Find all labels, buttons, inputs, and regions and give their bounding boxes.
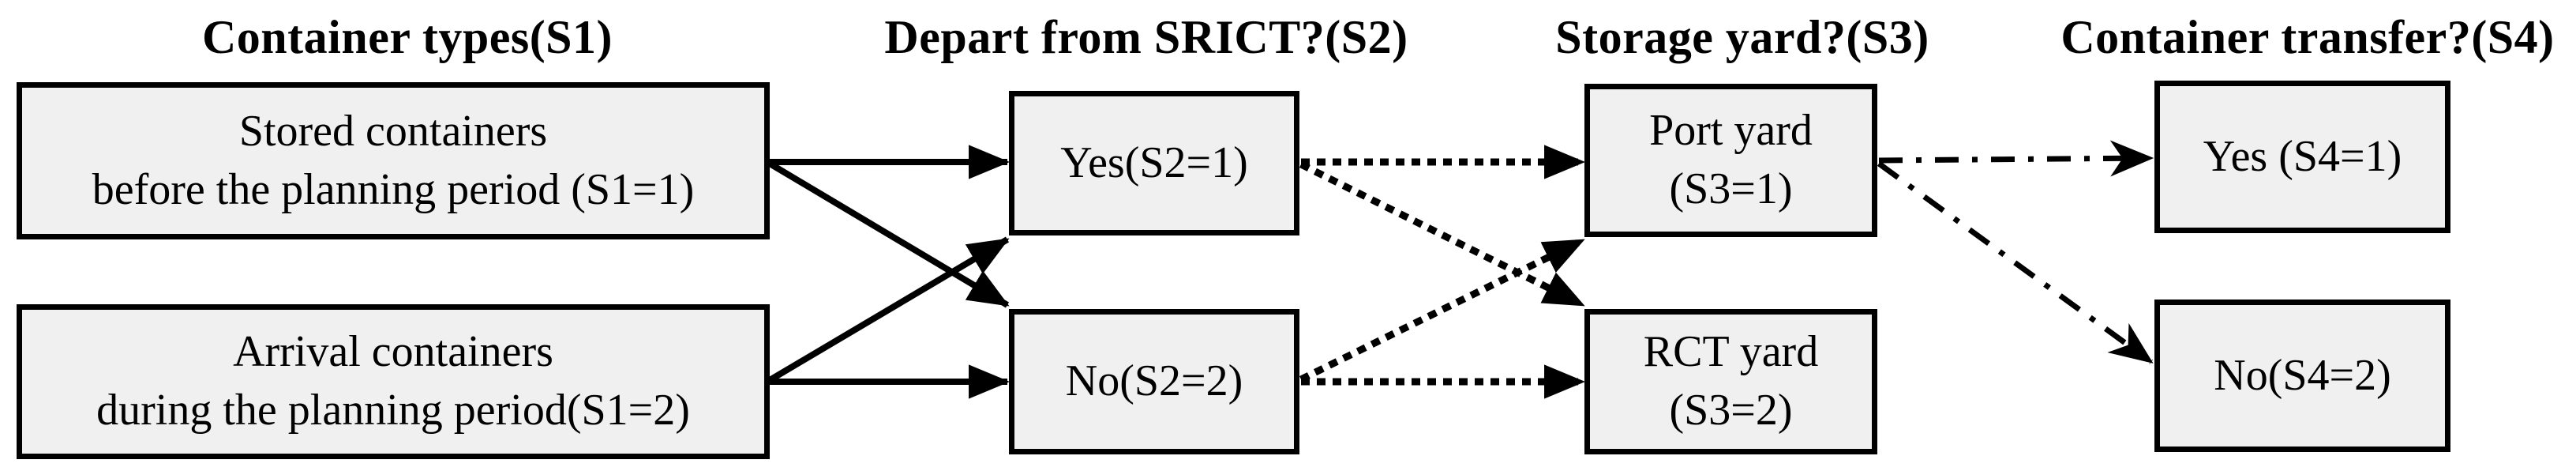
node-stored-containers: Stored containers before the planning pe… xyxy=(17,82,770,239)
node-text-line: Port yard xyxy=(1649,106,1813,156)
node-text-line: Yes (S4=1) xyxy=(2203,131,2402,181)
node-text-line: RCT yard xyxy=(1643,327,1819,377)
edge-depart_no-to-port_yard xyxy=(1299,236,1585,383)
node-rct-yard: RCT yard (S3=2) xyxy=(1584,309,1877,454)
node-depart-yes: Yes(S2=1) xyxy=(1009,91,1299,236)
node-arrival-containers: Arrival containers during the planning p… xyxy=(17,304,770,459)
column-header-storage-yard: Storage yard?(S3) xyxy=(1555,10,1929,63)
node-transfer-no: No(S4=2) xyxy=(2154,300,2450,452)
node-transfer-yes: Yes (S4=1) xyxy=(2154,81,2450,233)
edge-port_yard-to-transfer_yes xyxy=(1878,140,2154,177)
node-port-yard: Port yard (S3=1) xyxy=(1584,84,1877,237)
node-depart-no: No(S2=2) xyxy=(1009,309,1299,454)
edge-arrival-to-depart_yes xyxy=(767,236,1010,383)
column-header-container-transfer: Container transfer?(S4) xyxy=(2060,10,2555,63)
node-text-line: (S3=1) xyxy=(1669,164,1793,213)
node-text-line: during the planning period(S1=2) xyxy=(96,386,690,435)
column-header-container-types: Container types(S1) xyxy=(201,10,613,63)
node-text-line: Yes(S2=1) xyxy=(1060,138,1248,187)
node-text-line: Stored containers xyxy=(238,106,548,156)
node-text-line: No(S4=2) xyxy=(2214,350,2391,400)
edge-depart_yes-to-rct_yard xyxy=(1299,160,1585,309)
node-text-line: (S3=2) xyxy=(1669,386,1793,435)
edge-stored-to-depart_no xyxy=(767,160,1010,308)
edge-port_yard-to-transfer_no xyxy=(1877,161,2154,364)
node-text-line: Arrival containers xyxy=(233,327,553,377)
node-text-line: before the planning period (S1=1) xyxy=(92,164,695,214)
column-header-depart-srict: Depart from SRICT?(S2) xyxy=(884,10,1408,63)
node-text-line: No(S2=2) xyxy=(1065,356,1243,406)
